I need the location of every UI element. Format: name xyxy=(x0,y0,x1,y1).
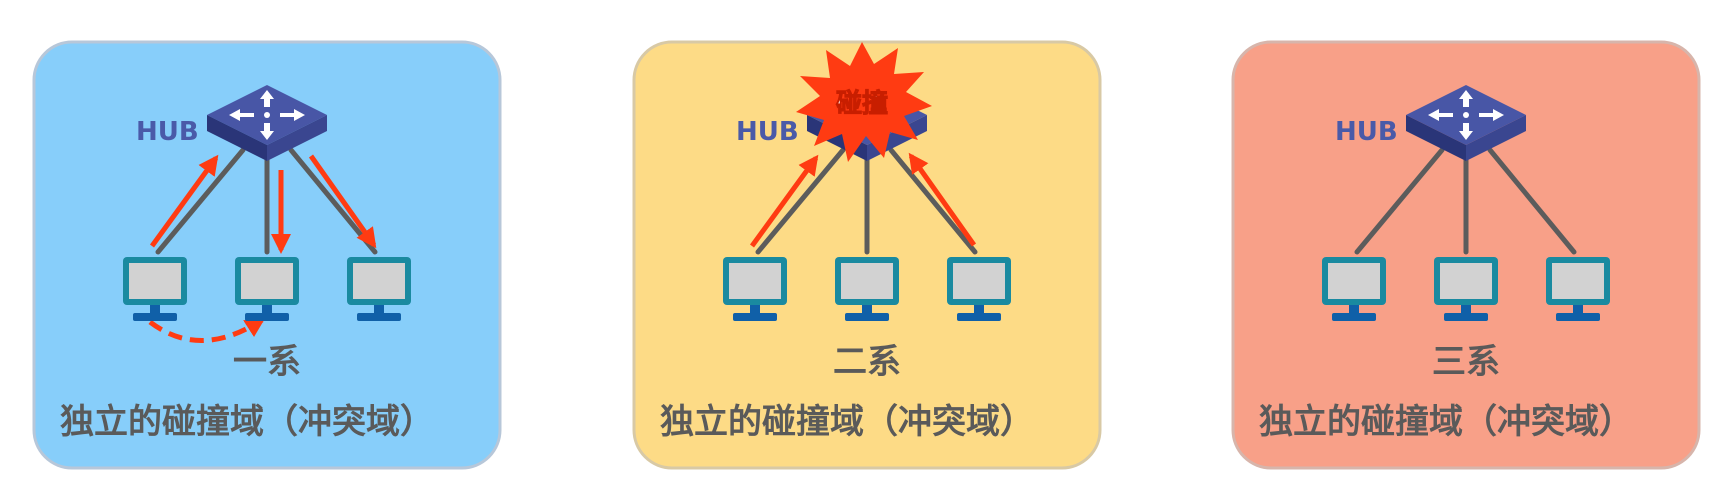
collision-label: 碰撞 xyxy=(836,89,888,119)
arrow-dashed-pc1-to-pc2 xyxy=(148,317,266,343)
arrow-hub-to-pc3 xyxy=(308,154,377,249)
pc-monitor-icon xyxy=(1434,257,1498,321)
pc-monitor-icon xyxy=(947,257,1011,321)
pc-monitor-icon xyxy=(723,257,787,321)
pc-monitor-icon xyxy=(347,257,411,321)
pc-monitor-icon xyxy=(1322,257,1386,321)
arrow-pc1-to-hub xyxy=(149,154,219,248)
pc-monitor-icon xyxy=(835,257,899,321)
panel-caption: 独立的碰撞域（冲突域） xyxy=(660,402,1034,442)
pc-monitor-icon xyxy=(235,257,299,321)
hub-label: HUB xyxy=(1335,117,1398,147)
group-label: 三系 xyxy=(1432,342,1500,382)
pc-monitor-icon xyxy=(123,257,187,321)
panel-caption: 独立的碰撞域（冲突域） xyxy=(1259,402,1633,442)
hub-switch-icon xyxy=(1406,85,1526,161)
pc-monitor-icon xyxy=(1546,257,1610,321)
hub-label: HUB xyxy=(736,117,799,147)
panel-2-cables xyxy=(755,147,978,255)
panel-2-signal-arrows xyxy=(749,152,977,248)
panel-1-signal-arrows xyxy=(148,154,377,343)
group-label: 二系 xyxy=(833,342,901,382)
panel-2: HUB 碰撞 二系 独立的碰撞域（冲突域） xyxy=(632,40,1102,470)
panel-caption: 独立的碰撞域（冲突域） xyxy=(60,402,434,442)
collision-burst-icon xyxy=(796,42,932,162)
hub-label: HUB xyxy=(136,117,199,147)
panel-3-cables xyxy=(1354,147,1577,255)
panel-3-background xyxy=(1231,40,1701,470)
arrow-pc3-to-hub xyxy=(908,152,977,247)
panel-1: HUB 一系 独立的碰撞域（冲突域） xyxy=(32,40,502,470)
arrow-pc1-to-hub xyxy=(749,154,819,248)
hub-switch-icon xyxy=(207,85,327,161)
panel-1-background xyxy=(32,40,502,470)
group-label: 一系 xyxy=(233,342,301,382)
panel-3: HUB 三系 独立的碰撞域（冲突域） xyxy=(1231,40,1701,470)
panel-2-background xyxy=(632,40,1102,470)
